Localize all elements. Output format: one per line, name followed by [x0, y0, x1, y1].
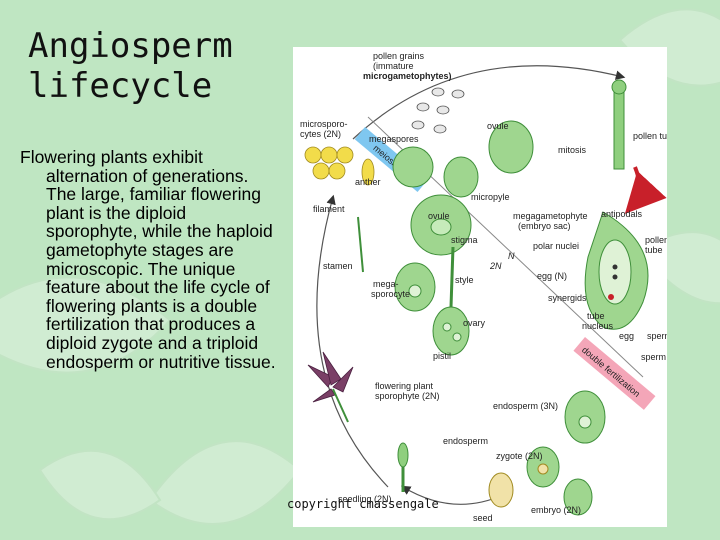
megasporocyte-illustration: [394, 262, 436, 312]
slide-body-text: Flowering plants exhibit alternation of …: [20, 148, 282, 371]
lifecycle-diagram-svg: meiosis double fertilization: [300, 51, 667, 523]
endosperm-3n-label: endosperm (3N): [493, 401, 558, 411]
title-line-2: lifecycle: [28, 66, 213, 106]
antipodals-label: antipodals: [601, 209, 643, 219]
stamen-label: stamen: [323, 261, 353, 271]
egg-n-label: egg (N): [537, 271, 567, 281]
embryo-sac-illustration: [584, 211, 649, 330]
cycle-arrow-left: [316, 194, 389, 488]
style-label: style: [455, 275, 474, 285]
embryo-2n-label: embryo (2N): [531, 505, 581, 515]
megagametophyte-label-2: (embryo sac): [518, 221, 571, 231]
synergids-label: synergids: [548, 293, 587, 303]
two-n-label: 2N: [489, 261, 502, 271]
mitosis-label: mitosis: [558, 145, 587, 155]
tube-nucleus-label-1: tube: [587, 311, 605, 321]
pollen-tube-top-label: pollen tube: [633, 131, 667, 141]
body-first-line: Flowering plants exhibit: [20, 147, 203, 167]
sperm-label: sperm: [641, 352, 666, 362]
tube-nucleus-label-2: nucleus: [582, 321, 614, 331]
lifecycle-diagram: meiosis double fertilization: [293, 47, 667, 527]
flowering-plant-label-1: flowering plant: [375, 381, 434, 391]
mega-sporocyte-label-1: mega-: [373, 279, 399, 289]
slide-title: Angiosperm lifecycle: [28, 26, 288, 106]
sperm-n-label: sperm (N): [647, 331, 667, 341]
microsporocytes-label-2: cytes (2N): [300, 129, 341, 139]
megaspores-label: megaspores: [369, 134, 419, 144]
cycle-arrow-top: [352, 65, 626, 140]
ovule-mid-label: ovule: [428, 211, 450, 221]
zygote-2n-label: zygote (2N): [496, 451, 543, 461]
n-label: N: [508, 251, 515, 261]
flowering-plant-label-2: sporophyte (2N): [375, 391, 440, 401]
copyright-text: copyright cmassengale: [287, 497, 439, 511]
endosperm-label: endosperm: [443, 436, 488, 446]
ovary-label: ovary: [463, 318, 486, 328]
pollen-grains-label-3: microgametophytes): [363, 71, 452, 81]
stigma-label: stigma: [451, 235, 478, 245]
pollen-tube-illustration: [611, 79, 627, 170]
pistil-illustration: [432, 246, 470, 356]
seedling-illustration: [397, 442, 409, 492]
polar-nuclei-label: polar nuclei: [533, 241, 579, 251]
stamen-illustration: [357, 216, 364, 273]
pollen-grains-illustration: [411, 87, 465, 134]
ovule-top-illustration: [488, 120, 534, 174]
title-line-1: Angiosperm: [28, 26, 233, 66]
pistil-label: pistil: [433, 351, 451, 361]
embryo-development-illustration: [526, 390, 606, 516]
megagametophyte-label-1: megagametophyte: [513, 211, 588, 221]
filament-label: filament: [313, 204, 345, 214]
seed-label: seed: [473, 513, 493, 523]
ovule-mid-illustration: [410, 194, 472, 256]
pollen-grains-label-2: (immature: [373, 61, 414, 71]
seed-illustration: [488, 472, 514, 508]
anther-label: anther: [355, 177, 381, 187]
microsporocytes-illustration: [304, 146, 375, 186]
mega-sporocyte-label-2: sporocyte: [371, 289, 410, 299]
flower-illustration: [307, 351, 354, 423]
pollen-tube-right-label-1: pollen: [645, 235, 667, 245]
megaspores-illustration: [392, 146, 479, 198]
body-rest: alternation of generations. The large, f…: [46, 165, 276, 372]
ovule-top-label: ovule: [487, 121, 509, 131]
egg-label: egg: [619, 331, 634, 341]
micropyle-label: micropyle: [471, 192, 510, 202]
double-fertilization-label: double fertilization: [580, 345, 642, 399]
pollen-tube-right-label-2: tube: [645, 245, 663, 255]
red-fertilization-arrow: [624, 166, 667, 214]
seedling-label: seedling (2N): [338, 494, 392, 504]
pollen-grains-label-1: pollen grains: [373, 51, 425, 61]
microsporocytes-label-1: microsporo-: [300, 119, 348, 129]
